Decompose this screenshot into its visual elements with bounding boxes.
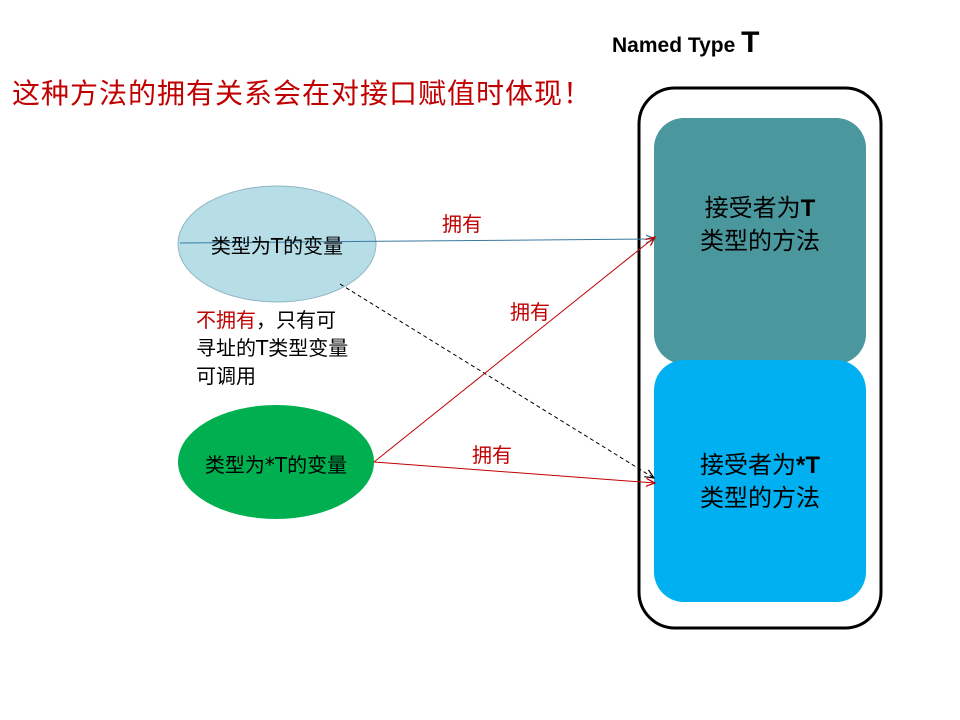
named-type-prefix: Named Type bbox=[612, 34, 736, 57]
named-type-letter: T bbox=[741, 26, 760, 59]
ptr-variable-label: 类型为*T的变量 bbox=[204, 453, 348, 477]
t-receiver-method-label: 接受者为T 类型的方法 bbox=[654, 192, 866, 257]
ptr-receiver-method-label: 接受者为*T 类型的方法 bbox=[654, 449, 866, 514]
t-receiver-line1-prefix: 接受者为 bbox=[704, 194, 801, 222]
ptr-receiver-symbol: *T bbox=[796, 452, 820, 479]
t-receiver-symbol: T bbox=[800, 195, 816, 222]
note-line1-rest: ，只有可 bbox=[256, 308, 336, 332]
ptr-receiver-line2: 类型的方法 bbox=[700, 484, 820, 512]
t-receiver-line2: 类型的方法 bbox=[700, 227, 820, 255]
named-type-title: Named Type T bbox=[612, 26, 760, 60]
note-line3: 可调用 bbox=[196, 364, 256, 388]
t-variable-node bbox=[177, 185, 377, 303]
ptr-owns-ptr-method-arrow bbox=[373, 461, 655, 483]
ptr-receiver-line1-prefix: 接受者为 bbox=[700, 451, 796, 479]
t-not-owns-ptr-method-line bbox=[339, 283, 654, 478]
ptr-receiver-method-box bbox=[654, 360, 866, 602]
t-owns-t-method-arrow bbox=[179, 239, 655, 243]
t-variable-label: 类型为T的变量 bbox=[210, 234, 344, 258]
edge-label-ptr-owns-t: 拥有 bbox=[510, 300, 550, 324]
ptr-variable-node bbox=[178, 405, 374, 519]
note-not-owned: 不拥有 bbox=[196, 308, 256, 332]
edge-label-ptr-owns-ptr: 拥有 bbox=[472, 443, 512, 467]
not-owned-note: 不拥有，只有可 寻址的T类型变量 可调用 bbox=[196, 306, 348, 390]
note-line2: 寻址的T类型变量 bbox=[196, 336, 349, 360]
ptr-owns-t-method-arrow bbox=[373, 237, 655, 463]
t-receiver-method-box bbox=[654, 118, 866, 364]
edge-label-t-owns: 拥有 bbox=[442, 212, 482, 236]
headline: 这种方法的拥有关系会在对接口赋值时体现！ bbox=[12, 77, 593, 110]
